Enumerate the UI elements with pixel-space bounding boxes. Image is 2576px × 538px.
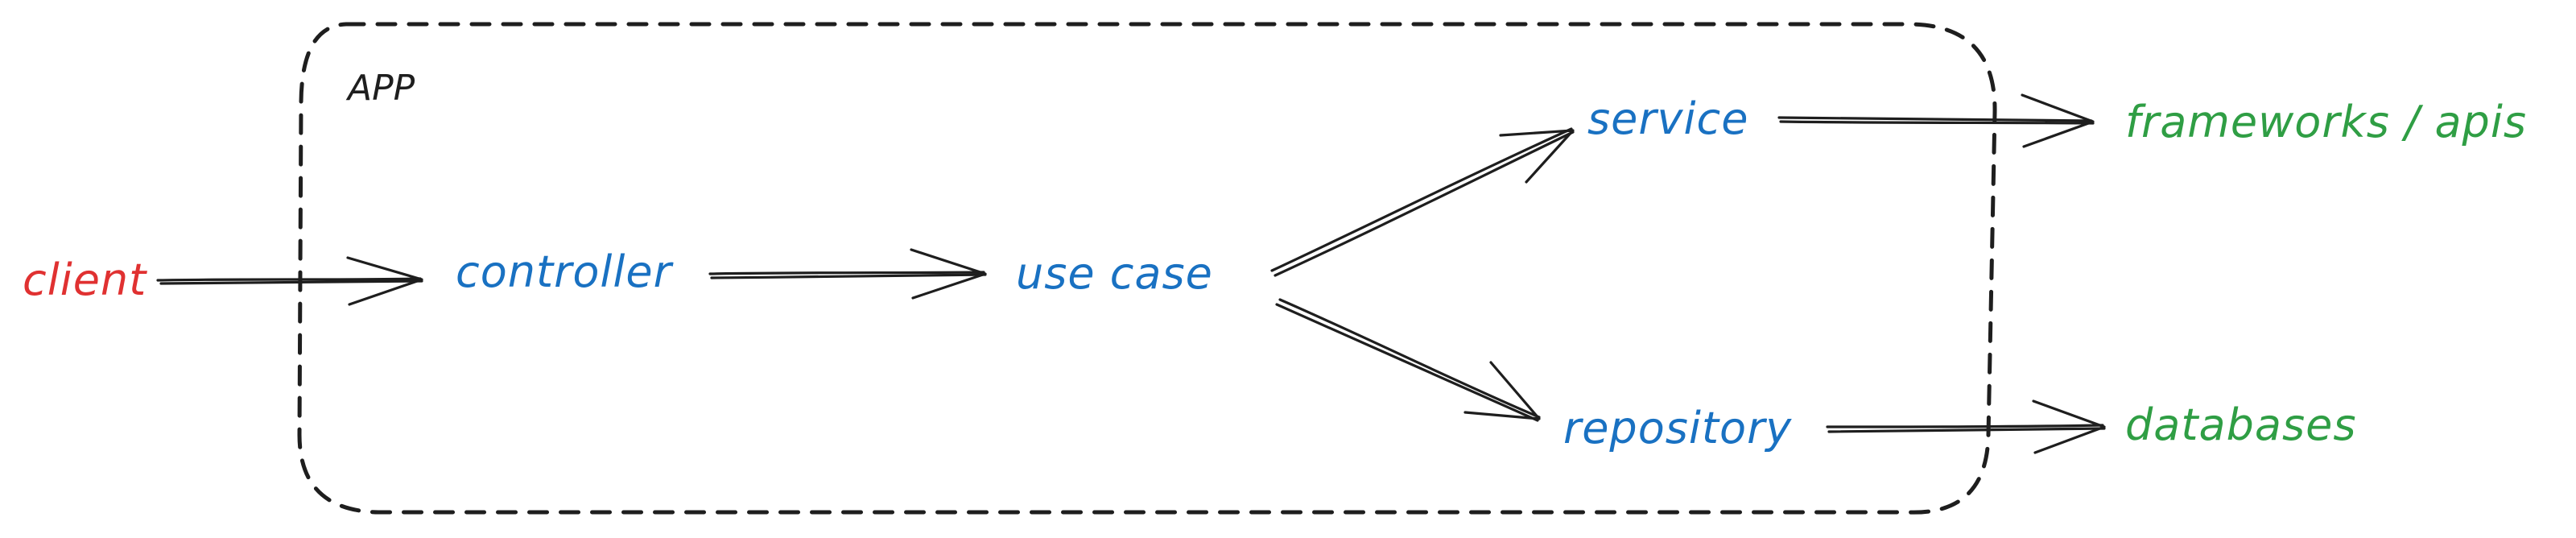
- node-repository: repository: [1563, 403, 1792, 453]
- edge-client-controller: [156, 256, 423, 306]
- edge-usecase-service: [1270, 127, 1575, 277]
- node-client: client: [23, 255, 147, 305]
- app-boundary-label: APP: [345, 68, 415, 109]
- edge-controller-usecase: [708, 248, 987, 300]
- edge-service-frameworks: [1777, 93, 2095, 148]
- node-service: service: [1587, 93, 1748, 144]
- node-databases: databases: [2125, 399, 2357, 450]
- edge-repository-databases: [1826, 399, 2106, 454]
- node-use-case: use case: [1016, 248, 1213, 299]
- edge-usecase-repository: [1275, 298, 1541, 422]
- node-controller: controller: [456, 246, 674, 297]
- node-frameworks-apis: frameworks / apis: [2125, 97, 2527, 147]
- app-boundary: [297, 22, 1997, 515]
